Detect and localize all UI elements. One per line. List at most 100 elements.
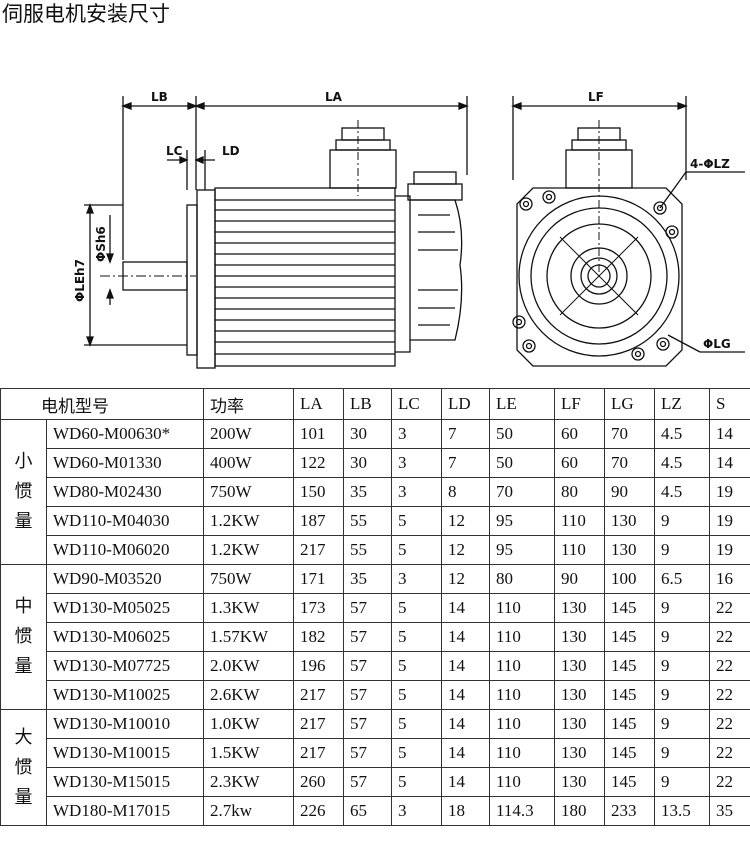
cell-lf: 80 [554, 477, 605, 507]
cell-lz: 4.5 [654, 477, 710, 507]
cell-lz: 13.5 [654, 796, 710, 826]
cell-lf: 130 [554, 651, 605, 681]
cell-lz: 9 [654, 767, 710, 797]
header-row: 电机型号 功率 LA LB LC LD LE LF LG LZ S [0, 388, 750, 420]
cell-lg: 145 [604, 680, 655, 710]
cell-power: 1.5KW [203, 738, 294, 768]
ld-label: LD [222, 144, 240, 158]
cell-lf: 130 [554, 709, 605, 739]
cell-lb: 57 [343, 767, 392, 797]
cell-lc: 3 [391, 796, 442, 826]
cell-ld: 12 [441, 564, 490, 594]
cell-ld: 7 [441, 448, 490, 478]
cell-lg: 70 [604, 419, 655, 449]
col-header-lb: LB [343, 388, 392, 420]
cell-lb: 30 [343, 419, 392, 449]
cell-lc: 3 [391, 419, 442, 449]
cell-le: 80 [489, 564, 555, 594]
cell-lf: 180 [554, 796, 605, 826]
cell-lb: 57 [343, 709, 392, 739]
cell-la: 217 [293, 680, 344, 710]
cell-model: WD110-M04030 [46, 506, 204, 536]
cell-ld: 14 [441, 709, 490, 739]
cell-s: 35 [709, 796, 750, 826]
cell-lb: 57 [343, 738, 392, 768]
cell-ld: 14 [441, 622, 490, 652]
cell-la: 217 [293, 709, 344, 739]
cell-ld: 14 [441, 680, 490, 710]
cell-la: 217 [293, 738, 344, 768]
cell-model: WD60-M01330 [46, 448, 204, 478]
inertia-group-label: 小惯量 [0, 419, 47, 565]
cell-lc: 5 [391, 680, 442, 710]
cell-s: 19 [709, 535, 750, 565]
cell-lb: 57 [343, 680, 392, 710]
cell-lc: 5 [391, 767, 442, 797]
cell-le: 110 [489, 651, 555, 681]
cell-la: 101 [293, 419, 344, 449]
group-label-char: 惯 [14, 626, 33, 647]
cell-lc: 3 [391, 477, 442, 507]
cell-power: 1.57KW [203, 622, 294, 652]
cell-power: 2.7kw [203, 796, 294, 826]
cell-model: WD130-M07725 [46, 651, 204, 681]
cell-le: 110 [489, 738, 555, 768]
col-header-lz: LZ [654, 388, 710, 420]
cell-lz: 9 [654, 680, 710, 710]
cell-lf: 130 [554, 593, 605, 623]
cell-lb: 57 [343, 651, 392, 681]
cell-lb: 55 [343, 506, 392, 536]
cell-lc: 5 [391, 506, 442, 536]
cell-s: 22 [709, 738, 750, 768]
cell-lf: 130 [554, 622, 605, 652]
cell-ld: 14 [441, 651, 490, 681]
cell-la: 260 [293, 767, 344, 797]
cell-lg: 145 [604, 738, 655, 768]
cell-model: WD130-M10025 [46, 680, 204, 710]
cell-la: 187 [293, 506, 344, 536]
cell-ld: 8 [441, 477, 490, 507]
cell-lf: 130 [554, 680, 605, 710]
cell-lb: 57 [343, 622, 392, 652]
cell-power: 2.6KW [203, 680, 294, 710]
cell-le: 70 [489, 477, 555, 507]
col-header-ld: LD [441, 388, 490, 420]
cell-power: 750W [203, 477, 294, 507]
cell-lc: 5 [391, 709, 442, 739]
cell-la: 226 [293, 796, 344, 826]
lf-label: LF [588, 90, 604, 104]
cell-la: 182 [293, 622, 344, 652]
cell-model: WD110-M06020 [46, 535, 204, 565]
cell-model: WD130-M05025 [46, 593, 204, 623]
cell-lc: 5 [391, 535, 442, 565]
cell-lz: 9 [654, 738, 710, 768]
cell-lf: 110 [554, 506, 605, 536]
lb-label: LB [151, 90, 168, 104]
cell-lz: 4.5 [654, 448, 710, 478]
cell-lc: 5 [391, 738, 442, 768]
cell-model: WD180-M17015 [46, 796, 204, 826]
group-label-char: 中 [14, 596, 33, 617]
cell-model: WD130-M15015 [46, 767, 204, 797]
cell-lg: 70 [604, 448, 655, 478]
cell-lg: 90 [604, 477, 655, 507]
cell-lf: 60 [554, 448, 605, 478]
cell-lg: 145 [604, 651, 655, 681]
cell-le: 110 [489, 680, 555, 710]
cell-lb: 55 [343, 535, 392, 565]
cell-lc: 5 [391, 593, 442, 623]
col-header-lf: LF [554, 388, 605, 420]
cell-model: WD130-M06025 [46, 622, 204, 652]
cell-la: 173 [293, 593, 344, 623]
cell-lc: 3 [391, 448, 442, 478]
cell-la: 150 [293, 477, 344, 507]
group-label-char: 量 [14, 511, 33, 532]
cell-le: 95 [489, 506, 555, 536]
cell-le: 110 [489, 767, 555, 797]
cell-power: 1.2KW [203, 535, 294, 565]
